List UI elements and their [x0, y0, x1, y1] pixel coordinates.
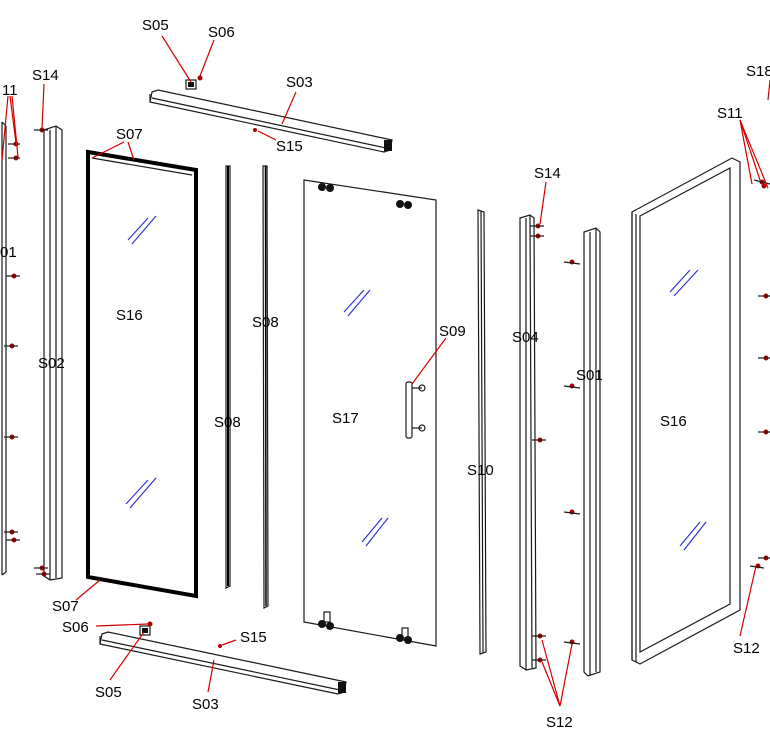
left-panel-screws [4, 141, 20, 543]
wall-profile-s01 [563, 227, 601, 677]
label-s16-right: S16 [660, 413, 687, 430]
label-s06-top: S06 [208, 24, 235, 41]
door-handle-s09 [405, 381, 426, 439]
label-s15-bottom: S15 [240, 629, 267, 646]
bottom-rail-s03 [95, 621, 573, 707]
label-s07-bottom: S07 [52, 598, 79, 615]
bottom-rail-bracket-s05 [139, 621, 153, 636]
label-s08-a: S08 [214, 414, 241, 431]
label-s08-b: S08 [252, 314, 279, 331]
top-rail-bracket-s05 [185, 75, 203, 90]
label-s17: S17 [332, 410, 359, 427]
label-s01-left: 01 [0, 244, 17, 261]
label-s03-top: S03 [286, 74, 313, 91]
glass-reflection-icon [125, 215, 157, 509]
label-s04: S04 [512, 329, 539, 346]
label-s06-bottom: S06 [62, 619, 89, 636]
glass-reflection-icon [669, 269, 707, 551]
left-partial-panel [1, 95, 20, 576]
strip-s10 [477, 209, 487, 655]
part-labels: S05 S06 S03 S15 S14 11 01 S07 S16 S02 S0… [0, 17, 770, 731]
door-hinge-top [318, 183, 412, 209]
label-s11-left: 11 [2, 82, 18, 99]
label-s01-right: S01 [576, 367, 603, 384]
profile-s02 [34, 83, 63, 581]
label-s18: S18 [746, 63, 770, 80]
label-s11-right: S11 [717, 105, 743, 122]
top-rail-s03 [149, 35, 393, 153]
label-s07-top: S07 [116, 126, 143, 143]
label-s05-top: S05 [142, 17, 169, 34]
label-s09: S09 [439, 323, 466, 340]
label-s16-left: S16 [116, 307, 143, 324]
glass-panel-s16-left [75, 141, 198, 601]
label-s14-right: S14 [534, 165, 561, 182]
wall-profile-s04 [519, 181, 547, 671]
label-s12-bottom: S12 [546, 714, 573, 731]
label-s03-bottom: S03 [192, 696, 219, 713]
label-s05-bottom: S05 [95, 684, 122, 701]
left-s11-leaders [1, 95, 19, 161]
door-hinge-bottom [318, 611, 412, 644]
glass-reflection-icon [343, 289, 389, 547]
door-panel-s17 [303, 179, 447, 647]
label-s02: S02 [38, 355, 65, 372]
label-s14-left: S14 [32, 67, 59, 84]
label-s15-top: S15 [276, 138, 303, 155]
right-partial-profile [739, 79, 770, 637]
seal-strips-s08 [225, 165, 269, 609]
label-s10: S10 [467, 462, 494, 479]
label-s12-right: S12 [733, 640, 760, 657]
glass-panel-s16-right [631, 157, 741, 665]
